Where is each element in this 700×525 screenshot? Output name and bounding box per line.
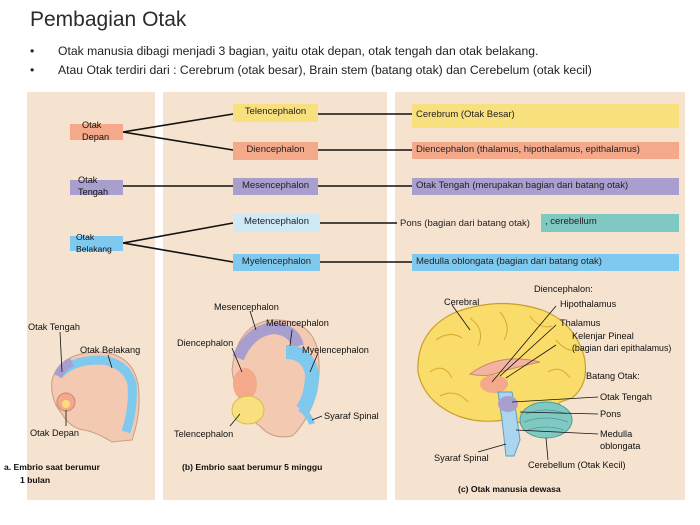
box-otak-depan <box>70 124 123 140</box>
panel-c-label-cerebellum: Cerebellum (Otak Kecil) <box>528 460 626 470</box>
embryo-5-weeks-illustration <box>231 319 320 438</box>
box-cerebrum: Cerebrum (Otak Besar) <box>412 104 679 128</box>
box-otak-belakang <box>70 236 123 251</box>
panel-b-caption: (b) Embrio saat berumur 5 minggu <box>182 462 323 472</box>
panel-a-caption-line2: 1 bulan <box>20 475 51 485</box>
box-pons: Pons (bagian dari batang otak) <box>400 218 530 229</box>
bullet-2-text: Atau Otak terdiri dari : Cerebrum (otak … <box>58 63 592 77</box>
panel-c-label-hipothalamus: Hipothalamus <box>560 299 617 309</box>
bullet-symbol: • <box>30 44 35 58</box>
panel-c-label-epithalamus: (bagian dari epithalamus) <box>572 343 672 353</box>
page-title: Pembagian Otak <box>30 8 187 31</box>
box-mesencephalon: Mesencephalon <box>233 178 318 195</box>
panel-b-label-metencephalon: Metencephalon <box>266 318 329 328</box>
panel-c-label-otak-tengah: Otak Tengah <box>600 392 652 402</box>
panel-b-label-telencephalon: Telencephalon <box>174 429 234 439</box>
box-otak-tengah-label: Otak Tengah <box>78 175 109 197</box>
adult-brain-illustration <box>417 302 587 457</box>
panel-b-label-diencephalon: Diencephalon <box>177 338 234 348</box>
box-medulla: Medulla oblongata (bagian dari batang ot… <box>412 254 679 271</box>
box-otak-tengah <box>70 180 123 195</box>
bullet-2: • Atau Otak terdiri dari : Cerebrum (otak… <box>30 63 592 77</box>
panel-a-label-otak-depan: Otak Depan <box>30 428 80 438</box>
panel-c-label-thalamus: Thalamus <box>560 318 601 328</box>
panel-c-label-batang-otak: Batang Otak: <box>586 371 640 381</box>
panel-c-label-kelenjar-pineal: Kelenjar Pineal <box>572 331 634 341</box>
box-myelencephalon: Myelencephalon <box>233 254 320 271</box>
box-metencephalon: Metencephalon <box>233 214 320 232</box>
box-otak-tengah-detail: Otak Tengah (merupakan bagian dari batan… <box>412 178 679 195</box>
panel-b-label-mesencephalon: Mesencephalon <box>214 302 279 312</box>
panel-b-label-myelencephalon: Myelencephalon <box>302 345 369 355</box>
box-otak-belakang-label: Otak Belakang <box>76 232 112 254</box>
panel-a-label-otak-tengah: Otak Tengah <box>28 322 80 332</box>
panel-a-caption-line1: a. Embrio saat berumur <box>4 462 100 472</box>
box-diencephalon-detail: Diencephalon (thalamus, hipothalamus, ep… <box>412 142 679 159</box>
panel-a-label-otak-belakang: Otak Belakang <box>80 345 141 355</box>
panel-b-label-syaraf-spinal: Syaraf Spinal <box>324 411 379 421</box>
box-otak-depan-label: Otak Depan <box>82 120 110 142</box>
panel-c-label-oblongata: oblongata <box>600 441 641 451</box>
panel-c-label-cerebral: Cerebral <box>444 297 480 307</box>
panel-c-label-pons: Pons <box>600 409 621 419</box>
box-telencephalon: Telencephalon <box>233 104 318 122</box>
embryo-1-month-illustration <box>51 351 140 443</box>
box-diencephalon: Diencephalon <box>233 142 318 160</box>
panel-c-label-medulla: Medulla <box>600 429 633 439</box>
bullet-1-text: Otak manusia dibagi menjadi 3 bagian, ya… <box>58 44 539 58</box>
panel-c-label-diencephalon: Diencephalon: <box>534 284 593 294</box>
panel-c-caption: (c) Otak manusia dewasa <box>458 484 561 494</box>
bullet-symbol: • <box>30 63 35 77</box>
panel-c-label-syaraf-spinal: Syaraf Spinal <box>434 453 489 463</box>
bullet-1: • Otak manusia dibagi menjadi 3 bagian, y… <box>30 44 538 58</box>
box-cerebellum: , cerebellum <box>541 214 679 232</box>
